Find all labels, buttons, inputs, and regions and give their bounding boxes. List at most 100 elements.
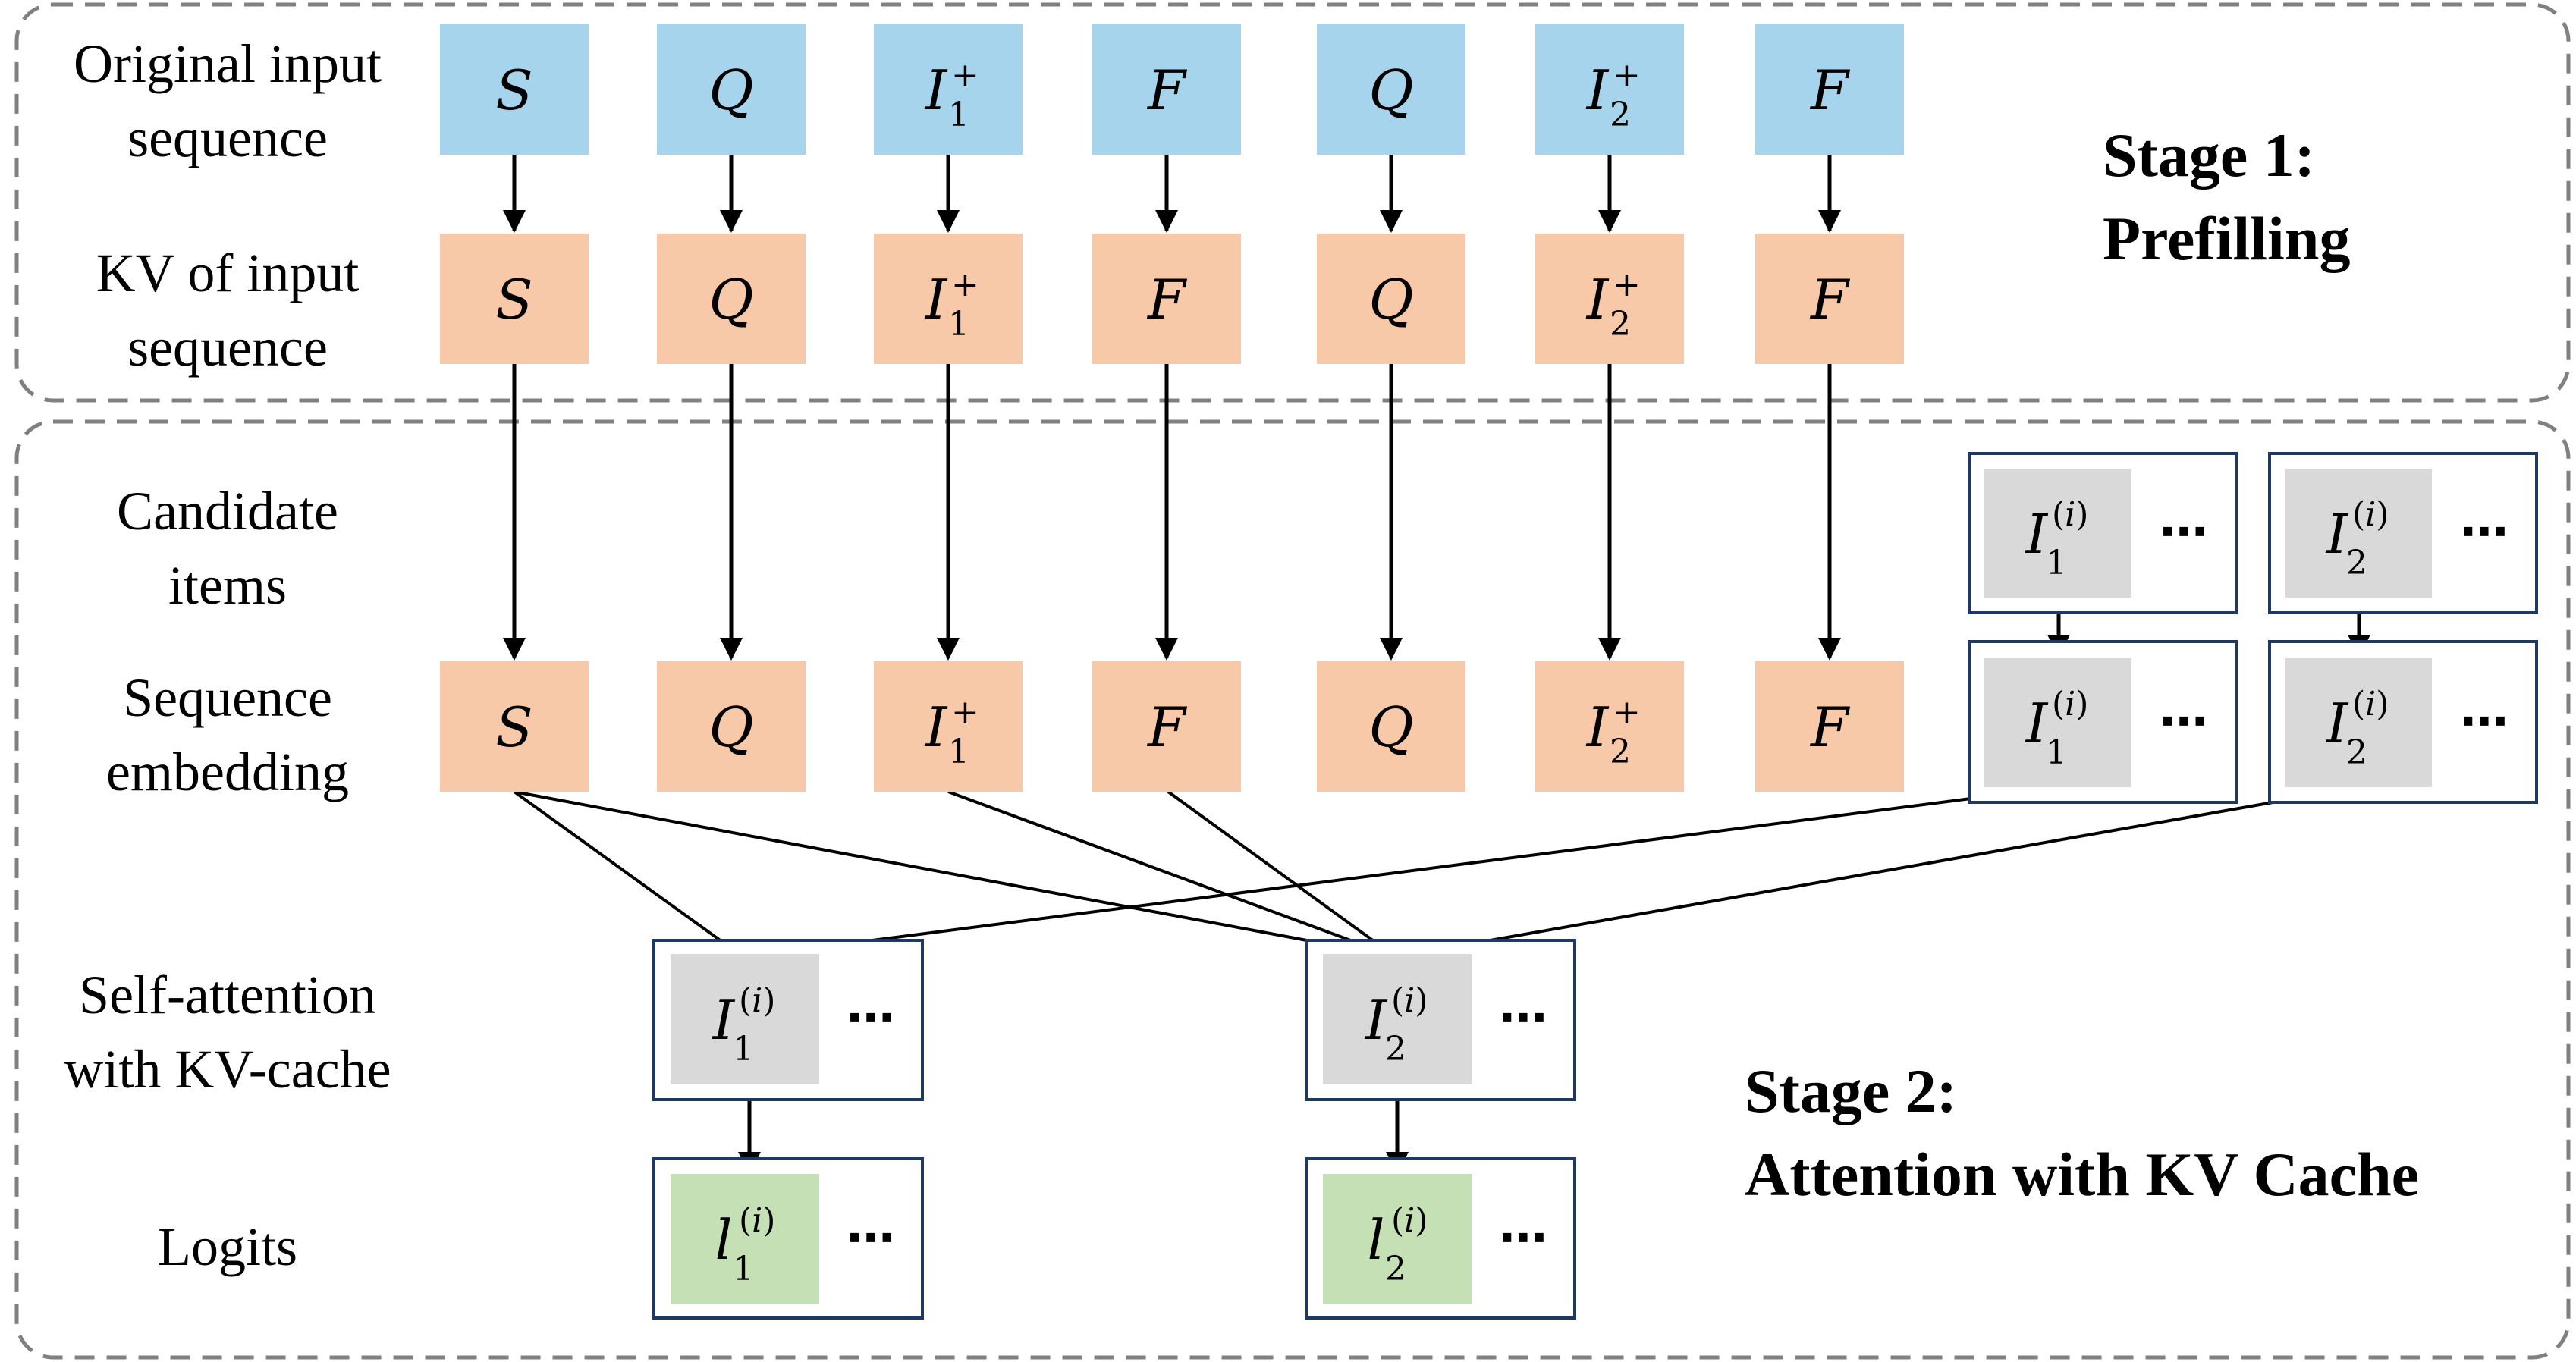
svg-text:with KV-cache: with KV-cache	[64, 1039, 391, 1100]
embedding-token-symbol: Q	[708, 695, 753, 759]
original-token-subscript: 2	[1610, 96, 1631, 134]
candidate-item-top-ellipsis: ⋯	[2460, 504, 2508, 560]
attention-arrow	[1167, 790, 1397, 959]
logit-item-ellipsis: ⋯	[847, 1210, 895, 1266]
stage1-frame	[14, 2, 2571, 403]
kv-token-symbol: I	[1585, 268, 1610, 331]
kv-token-symbol: F	[1809, 268, 1851, 331]
row-label-original: Original input sequence	[74, 33, 382, 168]
svg-text:Logits: Logits	[158, 1216, 297, 1277]
row-label-embedding: Sequence embedding	[106, 667, 349, 802]
kv-token-symbol: I	[924, 268, 948, 331]
svg-text:Self-attention: Self-attention	[79, 965, 376, 1025]
stage2-frame	[14, 419, 2571, 1360]
attention-item-symbol: I	[1364, 988, 1388, 1052]
attention-item: I(i) 1 ⋯	[652, 939, 924, 1101]
candidate-item-top-subscript: 2	[2346, 544, 2367, 582]
original-token-symbol: I	[1585, 58, 1610, 122]
kv-token-symbol: Q	[1368, 268, 1413, 331]
logit-item-subscript: 2	[1385, 1250, 1406, 1288]
svg-text:embedding: embedding	[106, 742, 349, 802]
svg-text:sequence: sequence	[127, 108, 328, 168]
logit-item-symbol: l	[715, 1208, 732, 1272]
embedding-token-superscript: +	[951, 693, 979, 732]
embedding-token: F	[1092, 661, 1241, 792]
attention-arrow	[741, 786, 2059, 965]
attention-item: I(i)2⋯	[1305, 939, 1576, 1101]
embedding-token-subscript: 2	[1610, 733, 1631, 771]
candidate-item-bottom: I(i)1⋯	[1968, 640, 2238, 804]
logit-item-superscript: (i)	[739, 1201, 775, 1240]
original-token-symbol: Q	[708, 58, 753, 122]
candidate-item-top-symbol: I	[2025, 502, 2049, 566]
logit-item-superscript: (i)	[1391, 1201, 1428, 1240]
candidate-item-bottom-superscript: (i)	[2352, 685, 2389, 723]
kv-token: F	[1092, 234, 1241, 364]
attention-arrow	[1393, 786, 2360, 964]
candidate-item-bottom-superscript: (i)	[2052, 685, 2088, 723]
candidate-item-top: I(i) 2 ⋯	[2268, 452, 2538, 614]
original-token-symbol: F	[1809, 58, 1851, 122]
attention-item-ellipsis: ⋯	[847, 990, 895, 1047]
svg-text:KV of input: KV of input	[96, 243, 360, 303]
kv-token-superscript: +	[1613, 265, 1641, 304]
candidate-item-bottom-symbol: I	[2325, 692, 2349, 755]
kv-token: S	[440, 234, 589, 364]
stage1-title-line1: Stage 1:	[2103, 121, 2315, 190]
logit-item: l(i) 2 ⋯	[1305, 1157, 1576, 1320]
attention-item-superscript: (i)	[739, 981, 775, 1020]
embedding-token: I+1	[874, 661, 1023, 792]
logit-item-subscript: 1	[733, 1250, 754, 1288]
kv-token: Q	[1317, 234, 1465, 364]
embedding-token: I+2	[1535, 661, 1684, 792]
attention-item-symbol: I	[712, 988, 736, 1052]
attention-item-ellipsis: ⋯	[1499, 990, 1547, 1047]
embedding-token: Q	[1317, 661, 1465, 792]
logit-item-symbol: l	[1367, 1208, 1384, 1272]
original-token-symbol: S	[495, 58, 532, 122]
candidate-item-bottom-ellipsis: ⋯	[2460, 694, 2508, 750]
original-token: Q	[1317, 24, 1465, 155]
logit-item-ellipsis: ⋯	[1499, 1210, 1547, 1266]
candidate-item-top-superscript: (i)	[2352, 495, 2389, 534]
original-token-superscript: +	[1613, 56, 1641, 95]
embedding-token-subscript: 1	[948, 733, 969, 771]
svg-text:sequence: sequence	[127, 317, 328, 378]
original-token-symbol: Q	[1368, 58, 1413, 122]
original-token-superscript: +	[951, 56, 979, 95]
stage2-title-line2: Attention with KV Cache	[1745, 1140, 2419, 1209]
attention-arrow	[513, 790, 745, 959]
original-token-symbol: F	[1146, 58, 1188, 122]
embedding-token: Q	[657, 661, 806, 792]
embedding-token-symbol: Q	[1368, 695, 1413, 759]
embedding-token-symbol: I	[924, 695, 948, 759]
original-token: F	[1755, 24, 1904, 155]
row-label-kv: KV of input sequence	[96, 243, 360, 378]
svg-text:Candidate: Candidate	[117, 481, 338, 541]
attention-item-subscript: 1	[733, 1030, 754, 1069]
candidate-item-top-symbol: I	[2325, 502, 2349, 566]
embedding-token-symbol: F	[1809, 695, 1851, 759]
kv-token-symbol: S	[495, 268, 532, 331]
original-token: S	[440, 24, 589, 155]
kv-token: I+2	[1535, 234, 1684, 364]
embedding-token: F	[1755, 661, 1904, 792]
original-token: F	[1092, 24, 1241, 155]
kv-token: F	[1755, 234, 1904, 364]
candidate-item-bottom: I(i)2⋯	[2268, 640, 2538, 804]
attention-item-subscript: 2	[1385, 1030, 1406, 1069]
svg-text:items: items	[168, 555, 287, 616]
kv-token: I+1	[874, 234, 1023, 364]
original-token: I+1	[874, 24, 1023, 155]
original-token: Q	[657, 24, 806, 155]
stage1-title-line2: Prefilling	[2103, 204, 2350, 273]
attention-arrow	[947, 790, 1398, 960]
original-token-subscript: 1	[948, 96, 969, 134]
embedding-token-symbol: I	[1585, 695, 1610, 759]
candidate-item-top: I(i)1⋯	[1968, 452, 2238, 614]
embedding-token: S	[440, 661, 589, 792]
row-label-logits: Logits	[158, 1216, 297, 1277]
kv-token-superscript: +	[951, 265, 979, 304]
